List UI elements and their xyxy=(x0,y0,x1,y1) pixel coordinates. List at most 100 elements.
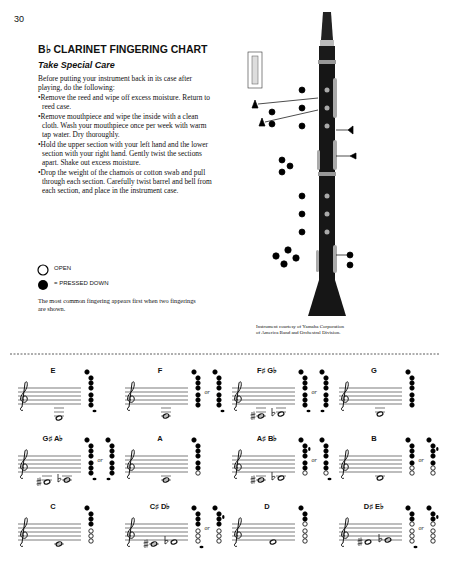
pinky-key xyxy=(307,410,311,413)
tone-hole xyxy=(410,517,414,521)
care-step: •Hold the upper section with your left h… xyxy=(38,140,216,168)
treble-clef xyxy=(234,518,241,547)
divider-line xyxy=(10,354,440,355)
tone-hole xyxy=(324,449,328,453)
treble-clef xyxy=(234,382,241,411)
tone-hole xyxy=(431,512,435,516)
tone-hole xyxy=(110,444,114,448)
tone-hole xyxy=(110,471,114,475)
ledger-line xyxy=(54,408,64,409)
whole-note xyxy=(55,541,62,547)
ledger-line xyxy=(276,408,286,409)
tone-hole xyxy=(431,522,435,526)
whole-note xyxy=(63,477,70,483)
staff-line xyxy=(339,472,402,473)
tone-hole xyxy=(303,539,307,543)
staff-line xyxy=(232,396,295,397)
ledger-line xyxy=(256,412,266,413)
tone-hole xyxy=(192,506,196,510)
side-key xyxy=(222,515,224,519)
whole-note xyxy=(384,537,391,543)
tone-hole xyxy=(324,466,328,470)
treble-clef xyxy=(20,382,27,411)
tone-hole xyxy=(89,398,93,402)
tone-hole xyxy=(410,393,414,397)
lower-joint xyxy=(319,176,335,280)
pinky-key xyxy=(107,478,111,481)
staff-line xyxy=(339,396,402,397)
flat-sign xyxy=(379,534,382,542)
side-key xyxy=(436,447,438,451)
treble-clef xyxy=(20,518,27,547)
treble-clef xyxy=(341,518,348,547)
tone-hole xyxy=(303,398,307,402)
sharp-sign xyxy=(144,540,149,549)
note-name: A♯ B♭ xyxy=(257,434,278,443)
staff-line xyxy=(18,396,81,397)
tone-hole xyxy=(410,376,414,380)
whole-note xyxy=(150,541,157,547)
staff-line xyxy=(232,404,295,405)
tone-hole xyxy=(196,471,200,475)
tone-hole xyxy=(303,444,307,448)
staff-line xyxy=(339,464,402,465)
footnote: The most common fingering appears first … xyxy=(38,297,198,313)
pinky-key xyxy=(93,410,97,413)
whole-note xyxy=(257,413,264,419)
tone-hole xyxy=(196,534,200,538)
tone-hole xyxy=(410,403,414,407)
staff-line xyxy=(339,524,402,525)
flat-sign xyxy=(272,472,275,480)
tone-hole xyxy=(410,449,414,453)
mouthpiece xyxy=(321,12,333,40)
staff-line xyxy=(125,456,188,457)
legend-filled-circle xyxy=(38,280,48,290)
whole-note xyxy=(162,413,169,419)
whole-note xyxy=(376,475,383,481)
tone-hole xyxy=(196,461,200,465)
tone-hole xyxy=(217,403,221,407)
tone-hole xyxy=(89,461,93,465)
care-step: •Remove mouthpiece and wipe the inside w… xyxy=(38,112,216,140)
whole-note xyxy=(277,475,284,481)
whole-note xyxy=(269,539,276,545)
staff-line xyxy=(125,388,188,389)
staff-line xyxy=(232,528,295,529)
whole-note xyxy=(376,411,383,417)
tone-hole xyxy=(320,438,324,442)
tone-hole xyxy=(89,444,93,448)
or-label: or xyxy=(98,457,103,464)
keys xyxy=(316,78,337,273)
note-name: F xyxy=(158,366,163,375)
tone-hole xyxy=(89,471,93,475)
ledger-line xyxy=(54,412,64,413)
tone-hole xyxy=(431,449,435,453)
note-name: C♯ D♭ xyxy=(150,502,171,511)
tone-hole xyxy=(217,386,221,390)
sharp-sign xyxy=(251,476,256,485)
tone-hole xyxy=(89,539,93,543)
staff-line xyxy=(339,392,402,393)
tone-hole xyxy=(196,386,200,390)
or-label: or xyxy=(205,389,210,396)
staff-line xyxy=(232,472,295,473)
ring xyxy=(318,60,336,64)
tone-hole xyxy=(324,376,328,380)
tone-hole xyxy=(324,461,328,465)
tone-hole xyxy=(196,449,200,453)
tone-hole xyxy=(431,454,435,458)
tone-hole xyxy=(110,461,114,465)
tone-hole xyxy=(217,539,221,543)
tone-hole xyxy=(85,506,89,510)
note-name: D♯ E♭ xyxy=(364,502,384,511)
staff-line xyxy=(18,464,81,465)
tone-hole xyxy=(410,529,414,533)
tone-hole xyxy=(196,512,200,516)
tone-hole xyxy=(303,529,307,533)
tone-hole xyxy=(324,398,328,402)
pinky-key xyxy=(221,410,225,413)
page-title: B♭ CLARINET FINGERING CHART xyxy=(38,43,208,55)
tone-hole xyxy=(320,370,324,374)
tone-hole xyxy=(303,403,307,407)
treble-clef xyxy=(234,450,241,479)
